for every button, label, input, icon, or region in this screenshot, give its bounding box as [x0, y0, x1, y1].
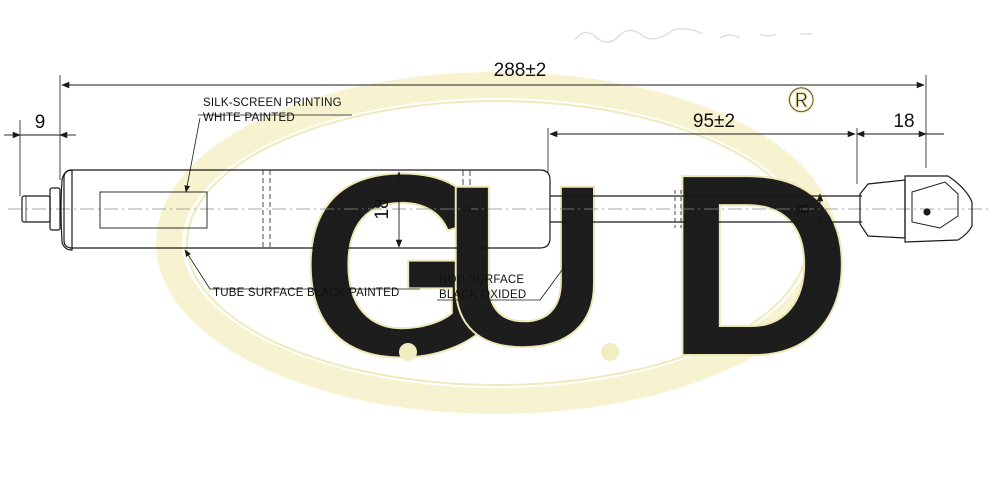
dimension-rod-diameter: 8 — [793, 193, 824, 225]
watermark-dot-2 — [601, 343, 619, 361]
tube-vent-hole — [462, 204, 472, 214]
dimension-tube-diameter: 18 — [372, 171, 403, 248]
dimension-end-cap: 9 — [4, 112, 76, 139]
dimension-rod: 95±2 — [549, 111, 856, 138]
dim-end-cap-length: 9 — [35, 112, 46, 133]
dim-rod-diameter: 8 — [793, 204, 814, 215]
dim-end-fitting-length: 18 — [893, 111, 914, 132]
note-leaders — [184, 114, 591, 301]
dim-rod-length: 95±2 — [693, 111, 735, 132]
dim-overall-length: 288±2 — [494, 60, 547, 81]
gas-spring-part — [21, 169, 973, 251]
watermark-ring-inner — [186, 100, 808, 386]
dimension-end-fitting: 18 — [856, 111, 944, 138]
watermark-letter-g: G — [300, 121, 502, 411]
note-tube-surface: TUBE SURFACE BLACK PAINTED — [213, 287, 399, 299]
piston-rod — [550, 195, 862, 223]
tube-body — [63, 169, 551, 249]
brand-watermark: G U D ® — [156, 72, 854, 414]
socket-ball — [923, 208, 931, 216]
faint-scribble — [574, 27, 812, 43]
end-flange — [49, 187, 61, 231]
note-silk-screen-line2: WHITE PAINTED — [203, 112, 295, 124]
dim-tube-diameter: 18 — [372, 198, 393, 219]
watermark-letter-d: D — [665, 121, 853, 411]
watermark-letter-u: U — [442, 137, 608, 394]
silk-screen-area — [99, 191, 208, 229]
note-silk-screen-line1: SILK-SCREEN PRINTING — [203, 97, 342, 109]
dimension-overall: 288±2 — [61, 60, 925, 89]
end-fitting-socket — [904, 175, 973, 243]
tube-end-cap — [60, 169, 73, 251]
watermark-dot-1 — [399, 343, 417, 361]
note-rod-surface-line2: BLACK OXIDED — [439, 289, 526, 301]
socket-insert — [911, 181, 959, 229]
note-rod-surface-line1: ROD SURFACE — [439, 274, 524, 286]
